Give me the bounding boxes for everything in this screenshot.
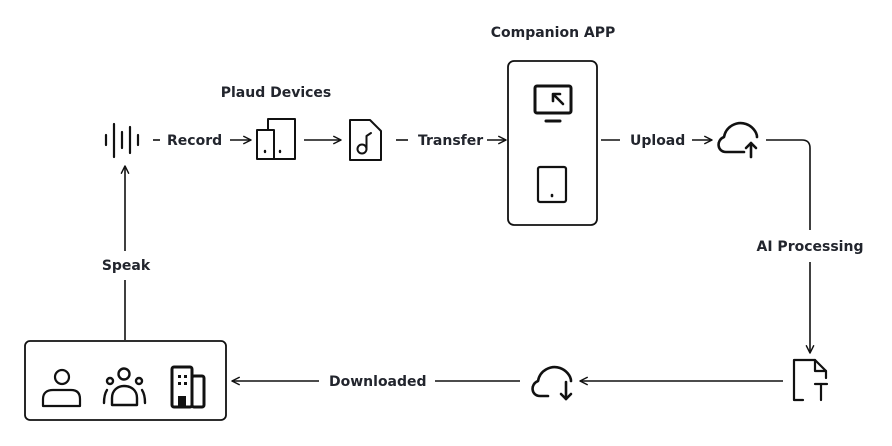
record-label: Record <box>167 133 222 149</box>
ai-processing-label: AI Processing <box>757 239 864 255</box>
tablet-icon <box>536 165 568 204</box>
building-icon <box>170 365 206 409</box>
audio-waveform-icon <box>104 122 140 159</box>
companion-app-box <box>507 60 598 226</box>
upload-label: Upload <box>630 133 685 149</box>
text-document-icon <box>792 358 829 402</box>
companion-app-title: Companion APP <box>491 25 616 41</box>
cloud-to-ai-connector <box>766 139 811 230</box>
cloud-upload-icon <box>717 121 759 159</box>
person-icon <box>41 368 82 408</box>
devices-icon <box>256 118 296 160</box>
desktop-icon <box>533 84 573 123</box>
audio-file-icon <box>349 119 382 161</box>
speak-label: Speak <box>102 258 151 274</box>
cloud-download-icon <box>531 365 573 401</box>
transfer-label: Transfer <box>418 133 483 149</box>
group-icon <box>102 367 147 407</box>
downloaded-label: Downloaded <box>329 374 427 390</box>
plaud-devices-title: Plaud Devices <box>221 85 332 101</box>
